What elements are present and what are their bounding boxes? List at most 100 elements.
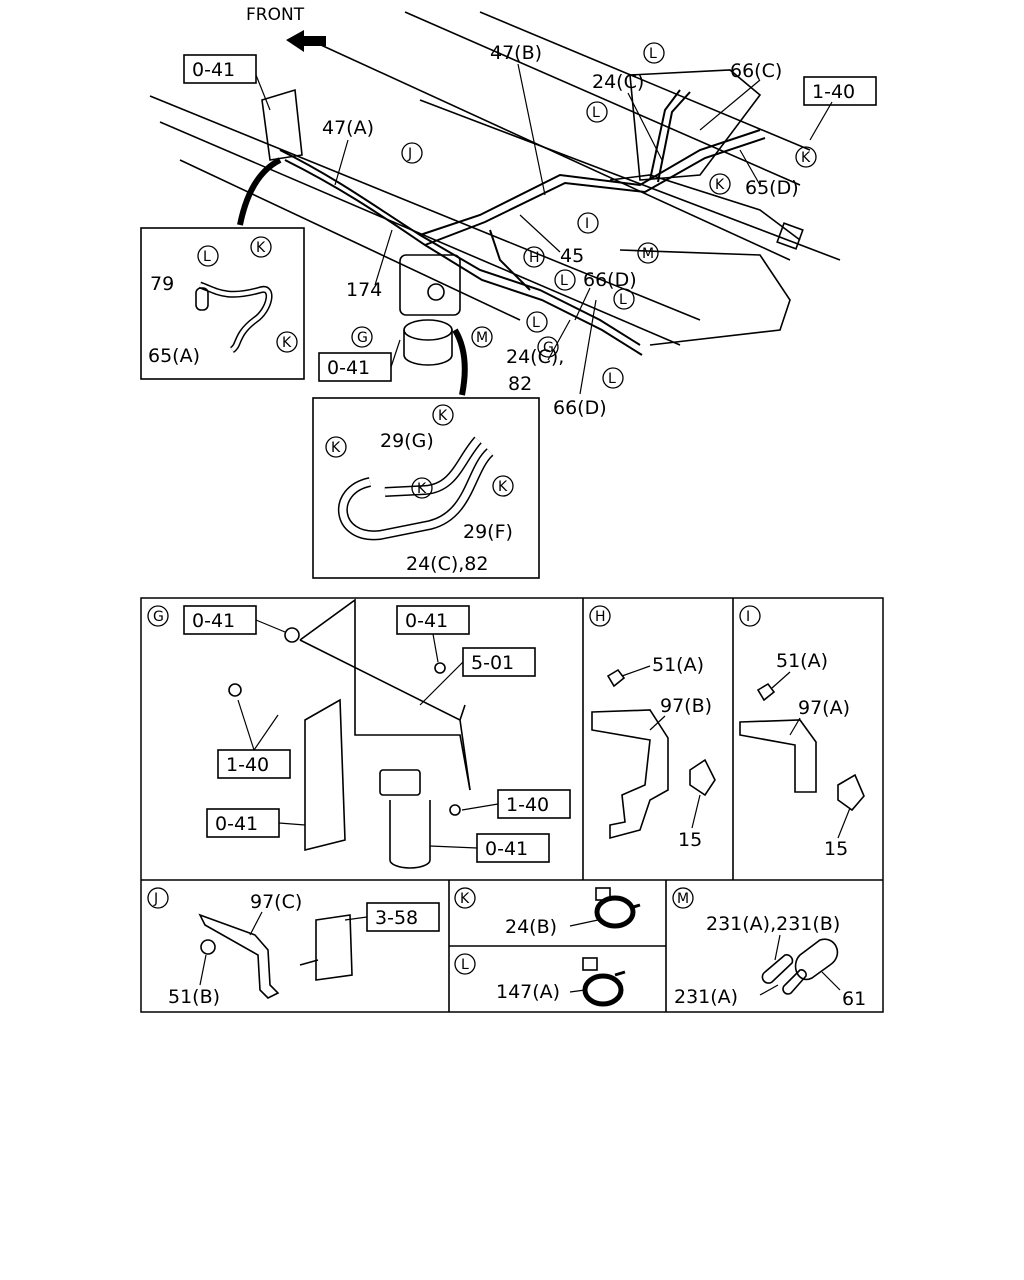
- svg-text:K: K: [331, 440, 341, 456]
- callout-K-1: K: [795, 146, 817, 168]
- L-147A: 147(A): [496, 981, 560, 1003]
- svg-text:H: H: [595, 609, 606, 625]
- label-174: 174: [346, 279, 382, 301]
- leader-arc-b: [452, 328, 468, 396]
- inset-a: 79 65(A) L K K: [140, 227, 305, 380]
- svg-text:L: L: [619, 292, 627, 308]
- J-97C: 97(C): [250, 891, 302, 913]
- label-24C-82: 24(C),: [506, 346, 564, 368]
- callout-L-3: L: [554, 269, 576, 291]
- J-51B: 51(B): [168, 986, 220, 1008]
- H-15: 15: [678, 829, 702, 851]
- callout-G: G: [351, 326, 373, 348]
- svg-text:G: G: [153, 609, 164, 625]
- inset-a-65A: 65(A): [148, 345, 200, 367]
- svg-text:L: L: [592, 105, 600, 121]
- label-66D-upper: 66(D): [583, 269, 637, 291]
- svg-text:J: J: [153, 891, 158, 907]
- callout-L-2: L: [586, 101, 608, 123]
- G-ref-7: 0-41: [485, 838, 528, 860]
- callout-J: J: [401, 142, 423, 164]
- panel-H: H 51(A) 97(B) 15: [589, 605, 716, 851]
- panel-I: I 51(A) 97(A) 15: [739, 605, 865, 860]
- svg-text:M: M: [677, 891, 689, 907]
- panel-J: J 3-58 97(C) 51(B): [147, 887, 440, 1008]
- svg-text:K: K: [801, 150, 811, 166]
- K-24B: 24(B): [505, 916, 557, 938]
- label-66D-lower: 66(D): [553, 397, 607, 419]
- M-231A: 231(A): [674, 986, 738, 1008]
- svg-text:K: K: [438, 408, 448, 424]
- svg-text:K: K: [282, 335, 292, 351]
- label-24C: 24(C): [592, 71, 644, 93]
- ref-box-0-41-mid: 0-41: [318, 352, 392, 382]
- svg-text:L: L: [461, 957, 469, 973]
- panel-M: M 231(A),231(B) 231(A) 61: [672, 887, 866, 1010]
- leader-arc-a: [237, 157, 282, 226]
- fuel-filter: [399, 254, 461, 366]
- inset-b: 29(G) 29(F) 24(C),82 K K K K: [312, 397, 540, 579]
- svg-text:L: L: [560, 273, 568, 289]
- callout-H: H: [523, 246, 545, 268]
- svg-text:K: K: [498, 479, 508, 495]
- detail-panels: G 0-41 0-41 5-01 1-40 1-40 0-41 0-41: [140, 597, 884, 1013]
- G-ref-5: 1-40: [506, 794, 549, 816]
- svg-text:M: M: [642, 246, 654, 262]
- svg-text:L: L: [532, 315, 540, 331]
- callout-I: I: [577, 212, 599, 234]
- G-ref-1: 0-41: [192, 610, 235, 632]
- svg-text:I: I: [746, 609, 750, 625]
- fuel-tank: [629, 69, 762, 181]
- I-51A: 51(A): [776, 650, 828, 672]
- inset-b-24C82: 24(C),82: [406, 553, 489, 575]
- chassis-frame: [149, 11, 841, 346]
- callout-L-5: L: [526, 311, 548, 333]
- ref-box-1-40-top: 1-40: [803, 76, 877, 106]
- svg-text:G: G: [357, 330, 368, 346]
- fuel-lines: [279, 89, 766, 356]
- label-47B: 47(B): [490, 42, 542, 64]
- label-82: 82: [508, 373, 532, 395]
- top-assembly: FRONT: [140, 5, 877, 579]
- front-arrow-icon: [286, 30, 326, 52]
- callout-circles: L L K K J I M H L L L M G L G: [351, 42, 817, 389]
- svg-text:L: L: [608, 371, 616, 387]
- front-label: FRONT: [246, 5, 305, 25]
- bracket-left: [261, 88, 303, 161]
- I-15: 15: [824, 838, 848, 860]
- G-ref-4: 1-40: [226, 754, 269, 776]
- callout-M-1: M: [637, 242, 659, 264]
- callout-C: G: [537, 336, 559, 358]
- panel-L: L 147(A): [454, 953, 626, 1007]
- svg-text:0-41: 0-41: [192, 59, 235, 81]
- G-ref-2: 0-41: [405, 610, 448, 632]
- H-97B: 97(B): [660, 695, 712, 717]
- callout-M-2: M: [471, 326, 493, 348]
- label-66C: 66(C): [730, 60, 782, 82]
- svg-text:1-40: 1-40: [812, 81, 855, 103]
- M-61: 61: [842, 988, 866, 1010]
- H-51A: 51(A): [652, 654, 704, 676]
- inset-a-79: 79: [150, 273, 174, 295]
- callout-L-1: L: [643, 42, 665, 64]
- callout-L-4: L: [613, 288, 635, 310]
- svg-text:J: J: [407, 146, 412, 162]
- svg-text:L: L: [649, 46, 657, 62]
- ref-box-0-41-top: 0-41: [183, 54, 257, 84]
- svg-text:K: K: [715, 177, 725, 193]
- panel-K: K 24(B): [454, 887, 641, 938]
- label-47A: 47(A): [322, 117, 374, 139]
- M-231AB: 231(A),231(B): [706, 913, 840, 935]
- leader-lines: [255, 63, 833, 395]
- svg-text:K: K: [460, 891, 470, 907]
- label-65D: 65(D): [745, 177, 799, 199]
- svg-text:I: I: [585, 216, 589, 232]
- svg-text:K: K: [256, 240, 266, 256]
- inset-b-29F: 29(F): [463, 521, 513, 543]
- svg-text:G: G: [543, 340, 554, 356]
- svg-text:H: H: [529, 250, 540, 266]
- svg-text:K: K: [417, 481, 427, 497]
- I-97A: 97(A): [798, 697, 850, 719]
